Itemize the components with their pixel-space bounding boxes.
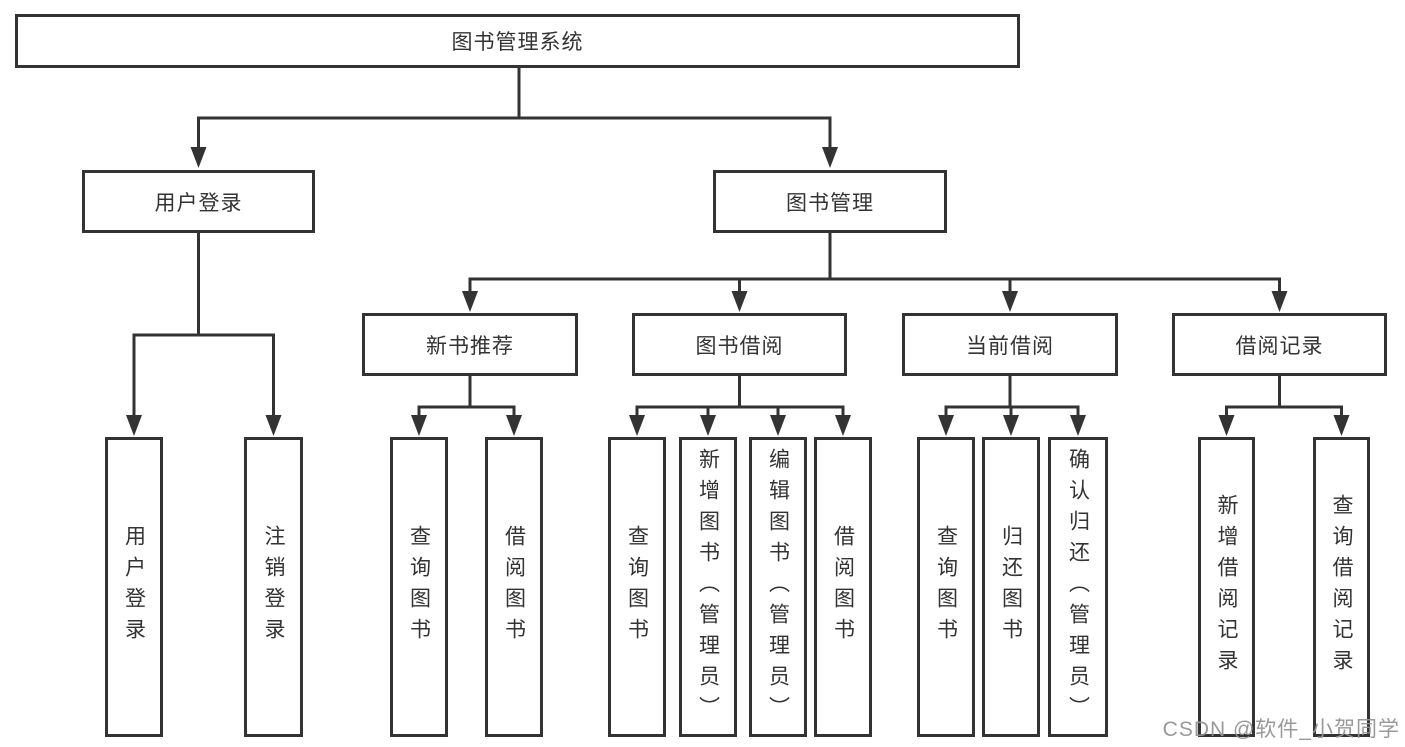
node-user-login: 用户登录 [82,170,315,233]
node-label-leaf-bb-add: 新增图书（管理员） [696,447,720,727]
node-label-current-borrow: 当前借阅 [966,334,1054,358]
node-label-leaf-cb-query: 查询图书 [934,525,958,649]
node-label-leaf-cb-return: 归还图书 [999,525,1023,649]
node-label-book-mgmt: 图书管理 [786,191,874,215]
node-current-borrow: 当前借阅 [902,313,1118,376]
node-leaf-br-add: 新增借阅记录 [1198,437,1255,737]
node-leaf-bb-add: 新增图书（管理员） [679,437,737,737]
node-label-leaf-br-query: 查询借阅记录 [1330,494,1353,680]
node-leaf-bb-borrow: 借阅图书 [814,437,872,737]
node-leaf-nb-borrow: 借阅图书 [485,437,543,737]
node-label-book-borrow: 图书借阅 [695,334,784,358]
node-leaf-nb-query: 查询图书 [390,437,448,737]
node-label-new-book-rec: 新书推荐 [426,334,514,358]
node-label-leaf-bb-borrow: 借阅图书 [831,525,855,649]
node-leaf-user-login: 用户登录 [105,437,163,737]
node-label-user-login: 用户登录 [154,191,243,215]
node-label-leaf-cb-confirm: 确认归还（管理员） [1066,447,1090,727]
node-borrow-records: 借阅记录 [1172,313,1387,376]
node-book-borrow: 图书借阅 [632,313,847,376]
node-root: 图书管理系统 [15,14,1020,68]
node-label-borrow-records: 借阅记录 [1235,334,1324,358]
node-leaf-logout: 注销登录 [244,437,303,737]
node-label-leaf-bb-edit: 编辑图书（管理员） [766,447,790,727]
node-label-leaf-bb-query: 查询图书 [625,525,649,649]
node-leaf-cb-confirm: 确认归还（管理员） [1048,437,1108,737]
node-label-root: 图书管理系统 [451,31,584,54]
node-leaf-cb-return: 归还图书 [982,437,1040,737]
node-label-leaf-logout: 注销登录 [262,525,285,649]
node-label-leaf-user-login: 用户登录 [122,525,146,649]
node-leaf-cb-query: 查询图书 [917,437,975,737]
node-leaf-br-query: 查询借阅记录 [1313,437,1370,737]
node-label-leaf-br-add: 新增借阅记录 [1215,494,1238,680]
node-book-mgmt: 图书管理 [713,170,947,233]
node-leaf-bb-query: 查询图书 [608,437,666,737]
node-new-book-rec: 新书推荐 [362,313,578,376]
node-label-leaf-nb-query: 查询图书 [407,525,431,649]
watermark-text: CSDN @软件_小贺同学 [1162,718,1400,741]
node-label-leaf-nb-borrow: 借阅图书 [502,525,526,649]
node-leaf-bb-edit: 编辑图书（管理员） [749,437,807,737]
